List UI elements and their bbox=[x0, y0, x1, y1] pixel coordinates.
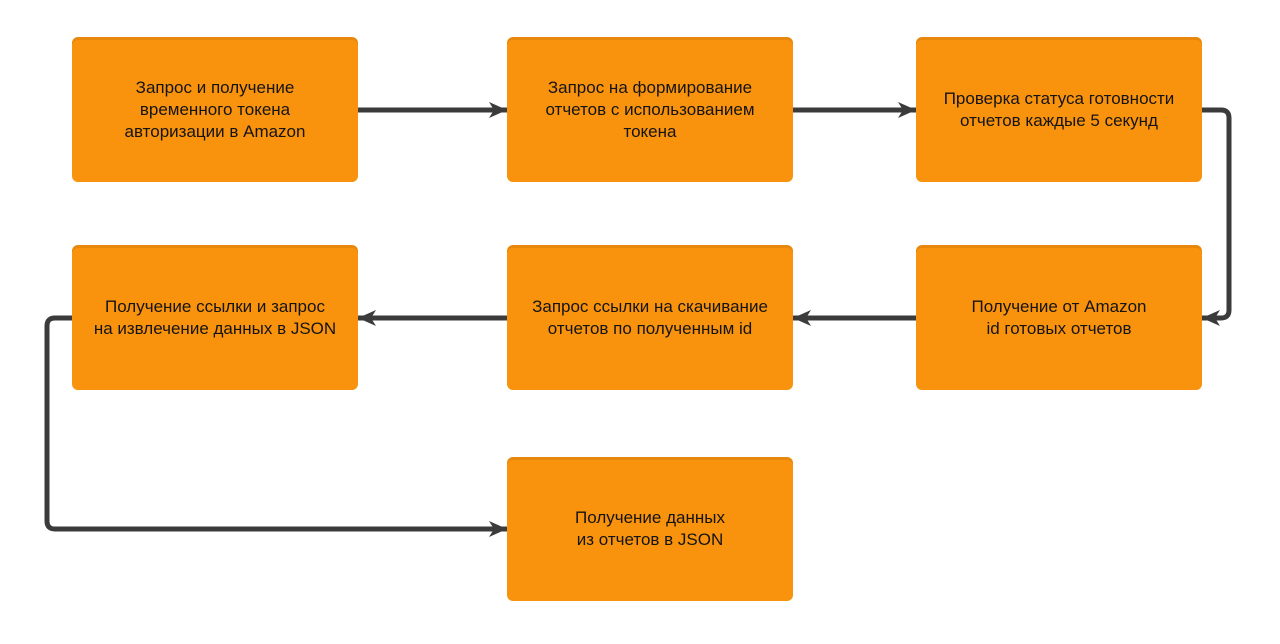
flow-node-n1: Запрос и получение временного токена авт… bbox=[72, 37, 358, 182]
flow-node-n4: Получение от Amazon id готовых отчетов bbox=[916, 245, 1202, 390]
flow-node-n5: Запрос ссылки на скачивание отчетов по п… bbox=[507, 245, 793, 390]
flow-node-n6: Получение ссылки и запрос на извлечение … bbox=[72, 245, 358, 390]
flow-node-n2: Запрос на формирование отчетов с использ… bbox=[507, 37, 793, 182]
flow-node-n3: Проверка статуса готовности отчетов кажд… bbox=[916, 37, 1202, 182]
flow-node-n7: Получение данных из отчетов в JSON bbox=[507, 457, 793, 601]
flow-arrow-n3-n4 bbox=[1202, 107, 1232, 326]
